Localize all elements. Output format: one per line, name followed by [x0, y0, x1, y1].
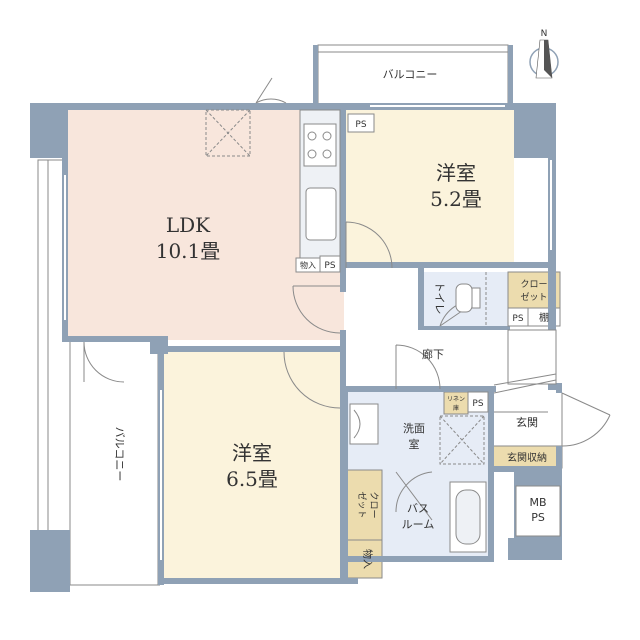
- washroom-label-2: 室: [409, 437, 420, 451]
- balcony-top-label: バルコニー: [383, 68, 438, 81]
- ps-ldk-box: [319, 255, 341, 273]
- shelf-label: 棚: [539, 311, 549, 324]
- western-room-2-floor: [164, 352, 346, 578]
- mbps-label-1: MB: [529, 496, 546, 509]
- washbasin-fixture: [349, 403, 379, 445]
- storage-lower-label: 物入: [361, 549, 374, 569]
- ldk-storage-label: 物入: [300, 260, 316, 270]
- toilet-fixture: [455, 272, 487, 326]
- entrance-storage-label: 玄関収納: [507, 451, 547, 464]
- entrance-floor: [492, 390, 562, 446]
- ldk-kitchen-floor: [62, 110, 344, 340]
- corridor-stub: [507, 329, 557, 385]
- closet-upper-label-2: ゼット: [520, 291, 547, 303]
- ps-top-box: [347, 113, 375, 133]
- balcony-top: [313, 44, 513, 106]
- north-arrow-icon: N: [529, 29, 559, 79]
- windows: [64, 105, 552, 560]
- ps-linen-box: [467, 391, 489, 413]
- washing-machine-space: [439, 415, 485, 465]
- ps-ldk-label: PS: [324, 261, 335, 271]
- bathroom-label-2: ルーム: [402, 518, 435, 531]
- closet-upper-label-1: クロー: [520, 279, 547, 290]
- closet-lower-label-1: クロー: [368, 491, 379, 518]
- entrance-label: 玄関: [516, 415, 538, 429]
- western-room-1-name: 洋室: [436, 161, 476, 185]
- doors: [83, 77, 611, 521]
- linen-label-1: リネン: [447, 396, 465, 403]
- mbps-label-2: PS: [531, 511, 545, 524]
- mbps-box: [515, 485, 561, 537]
- linen-label-2: 庫: [453, 404, 459, 412]
- western-room-2-size: 6.5畳: [226, 467, 278, 491]
- ldk-size: 10.1畳: [156, 239, 221, 263]
- corridor-label: 廊下: [422, 347, 444, 361]
- western-room-1-size: 5.2畳: [430, 187, 482, 211]
- ldk-name: LDK: [166, 213, 211, 237]
- ps-top-label: PS: [355, 120, 366, 130]
- ps-toilet-label: PS: [512, 314, 523, 324]
- compass-label: N: [541, 29, 548, 39]
- bathroom-label-1: バス: [407, 502, 429, 515]
- ps-linen-label: PS: [472, 399, 483, 409]
- balcony-left-label: バルコニー: [113, 427, 126, 482]
- range-hood-box: [205, 109, 251, 157]
- toilet-label: トイレ: [433, 282, 446, 315]
- washroom-label-1: 洗面: [403, 422, 425, 435]
- bathtub-fixture: [449, 481, 487, 553]
- closet-lower-label-2: ゼット: [356, 491, 368, 518]
- kitchen-counter: [299, 109, 341, 261]
- ps-toilet-box: [507, 307, 529, 327]
- western-room-2-name: 洋室: [232, 441, 272, 465]
- western-room-1-floor: [344, 110, 514, 268]
